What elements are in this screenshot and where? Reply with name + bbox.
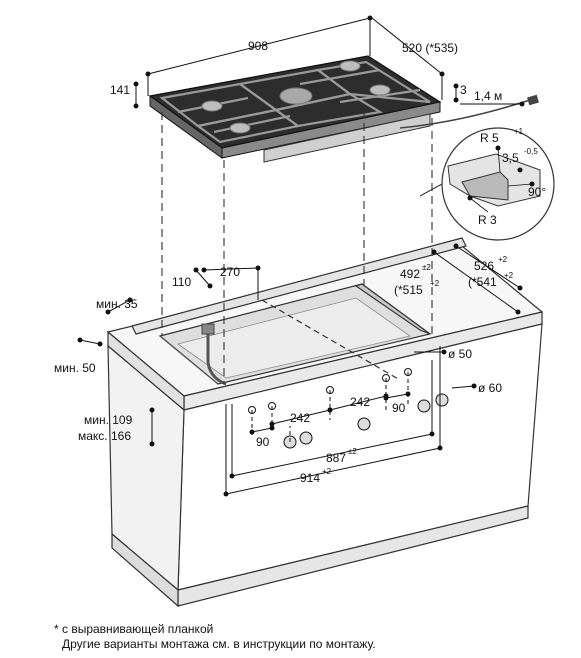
knob-2 bbox=[299, 431, 313, 445]
label-520: 520 (*535) bbox=[402, 41, 458, 55]
burner-right-back bbox=[339, 60, 361, 72]
label-492-sup: ±2 bbox=[422, 263, 431, 272]
label-r3: R 3 bbox=[478, 213, 497, 227]
label-887: 887 bbox=[326, 451, 346, 465]
burner-right-front bbox=[369, 84, 391, 96]
label-526: 526 bbox=[474, 259, 494, 273]
label-hole-60: ø 60 bbox=[478, 381, 502, 395]
label-887-sup: ±2 bbox=[348, 447, 357, 456]
dimension-labels: 908 520 (*535) 141 3 1,4 м R 5 +1 3,5 -0… bbox=[54, 39, 546, 485]
label-492: 492 bbox=[400, 267, 420, 281]
knob-3 bbox=[357, 417, 371, 431]
label-90-a: 90 bbox=[256, 435, 270, 449]
label-min-35: мин. 35 bbox=[96, 297, 138, 311]
label-cable-length: 1,4 м bbox=[474, 89, 502, 103]
hob-side-edge bbox=[149, 95, 223, 159]
power-cable bbox=[399, 99, 531, 129]
label-515: (*515 bbox=[394, 283, 423, 297]
footnote-leveling-strip: * с выравнивающей планкой bbox=[54, 622, 214, 636]
burner-left-back bbox=[201, 100, 223, 112]
cutout bbox=[158, 283, 432, 385]
label-242-b: 242 bbox=[350, 395, 370, 409]
label-914-sup: +2 bbox=[322, 467, 332, 476]
hob-base bbox=[263, 113, 431, 163]
label-242-a: 242 bbox=[290, 411, 310, 425]
plinth-side bbox=[111, 532, 179, 608]
label-541: (*541 bbox=[468, 275, 497, 289]
label-110: 110 bbox=[172, 275, 191, 289]
label-3-5: 3,5 bbox=[502, 151, 519, 165]
knob-4 bbox=[417, 399, 431, 413]
label-526-sup: +2 bbox=[498, 255, 508, 264]
dimension-lines-top bbox=[133, 15, 525, 109]
label-min-50: мин. 50 bbox=[54, 361, 96, 375]
label-angle-90: 90° bbox=[528, 185, 546, 199]
label-max-166: макс. 166 bbox=[78, 429, 131, 443]
gas-pipe bbox=[201, 323, 227, 386]
cutout-recess bbox=[354, 283, 431, 335]
plug-icon bbox=[527, 94, 539, 106]
label-908: 908 bbox=[248, 39, 268, 53]
label-3-5-sup: -0,5 bbox=[524, 147, 538, 156]
burner-wok bbox=[279, 87, 313, 105]
label-r5: R 5 bbox=[480, 131, 499, 145]
control-panel-holes bbox=[223, 346, 477, 497]
label-hole-50: ø 50 bbox=[448, 347, 472, 361]
label-141: 141 bbox=[110, 83, 130, 97]
label-515-sup: +2 bbox=[430, 279, 440, 288]
footnote-other-installation: Другие варианты монтажа см. в инструкции… bbox=[62, 637, 376, 651]
label-541-sup: +2 bbox=[504, 271, 514, 280]
gas-hob bbox=[148, 55, 539, 163]
label-90-b: 90 bbox=[392, 401, 406, 415]
burner-left-front bbox=[229, 122, 251, 134]
label-914: 914 bbox=[300, 471, 320, 485]
label-min-109: мин. 109 bbox=[84, 413, 133, 427]
label-3: 3 bbox=[460, 83, 467, 97]
label-270: 270 bbox=[220, 265, 240, 279]
dimension-lines-cabinet bbox=[77, 243, 523, 447]
edge-detail bbox=[419, 127, 555, 241]
label-r5-sup: +1 bbox=[514, 127, 524, 136]
knob-5 bbox=[435, 393, 449, 407]
